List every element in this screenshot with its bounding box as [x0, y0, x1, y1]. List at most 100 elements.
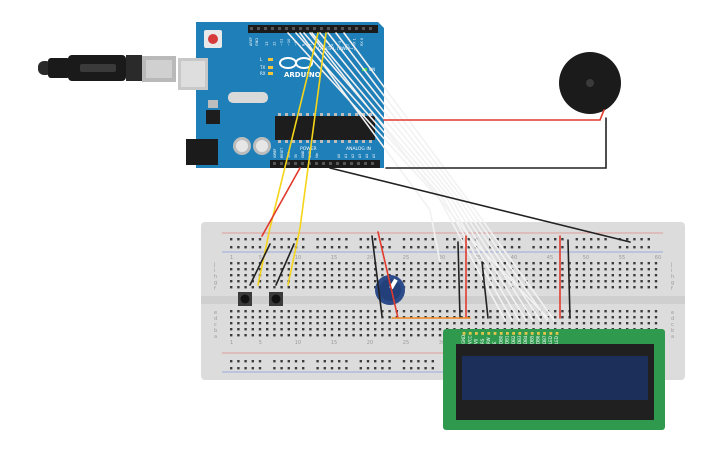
power-pin-label: 5V [294, 153, 298, 158]
breadboard-hole [539, 274, 542, 277]
digital-pin-label: 8 [302, 44, 306, 46]
breadboard-hole [316, 262, 319, 265]
breadboard-column-number: 25 [403, 255, 409, 261]
chip-pin [285, 113, 288, 116]
lcd-pin [481, 332, 484, 335]
breadboard-hole [302, 316, 305, 319]
rail-hole [626, 238, 629, 241]
breadboard-hole [345, 274, 348, 277]
rail-hole [258, 238, 262, 241]
breadboard-hole [230, 274, 233, 277]
breadboard-hole [294, 310, 298, 313]
rail-hole [410, 360, 413, 363]
breadboard-hole [503, 316, 506, 319]
breadboard-hole [518, 286, 521, 289]
breadboard-hole [410, 328, 413, 331]
breadboard-hole [302, 286, 305, 289]
lcd-pin [555, 332, 559, 335]
arduino-logo: ARDUINO [279, 57, 321, 79]
breadboard-hole [294, 334, 298, 337]
breadboard-hole [503, 268, 506, 271]
rail-hole [388, 367, 391, 370]
breadboard-hole [309, 268, 312, 271]
rail-hole [453, 246, 456, 249]
rail-hole [510, 238, 514, 241]
breadboard-hole [244, 274, 247, 277]
breadboard-hole [316, 274, 319, 277]
breadboard-hole [554, 280, 557, 283]
rail-hole [647, 238, 650, 241]
breadboard-hole [316, 286, 319, 289]
breadboard-hole [618, 316, 622, 319]
breadboard-hole [633, 268, 636, 271]
breadboard-hole [453, 310, 456, 313]
rail-hole [532, 246, 535, 249]
potentiometer[interactable] [375, 275, 405, 305]
breadboard-hole [410, 334, 413, 337]
rail-hole [546, 238, 550, 241]
breadboard-hole [554, 322, 557, 325]
breadboard-hole [366, 334, 370, 337]
breadboard-hole [280, 262, 283, 265]
breadboard-hole [273, 322, 276, 325]
breadboard-hole [402, 334, 406, 337]
rail-hole [402, 367, 406, 370]
arduino-logo-text: ARDUINO [284, 71, 321, 79]
breadboard-hole [330, 328, 334, 331]
rail-hole [294, 367, 298, 370]
breadboard-hole [280, 286, 283, 289]
rail-hole [424, 360, 427, 363]
lcd-pin-label: DB1 [505, 335, 510, 344]
breadboard-column-number: 10 [295, 340, 301, 346]
breadboard-hole [582, 262, 586, 265]
breadboard-hole [366, 328, 370, 331]
rail-hole [381, 246, 384, 249]
breadboard-hole [352, 322, 355, 325]
tx-led [268, 66, 273, 69]
breadboard-column-number: 5 [259, 340, 262, 346]
rail-hole [424, 238, 427, 241]
header-hole [280, 162, 283, 165]
breadboard-hole [280, 310, 283, 313]
breadboard-hole [611, 322, 614, 325]
header-hole [364, 162, 367, 165]
rail-hole [618, 246, 622, 249]
l-label: L [260, 57, 263, 62]
breadboard-hole [338, 334, 341, 337]
breadboard-hole [597, 322, 600, 325]
breadboard-hole [489, 322, 492, 325]
push-button-1[interactable] [238, 292, 252, 306]
breadboard-hole [410, 268, 413, 271]
breadboard-hole [575, 280, 578, 283]
breadboard-hole [302, 262, 305, 265]
chip-pin [292, 113, 295, 116]
breadboard-hole [352, 274, 355, 277]
chip-pin [306, 113, 309, 116]
rail-hole [374, 360, 377, 363]
chip-pin [285, 140, 288, 143]
push-button-2[interactable] [269, 292, 283, 306]
header-hole [299, 27, 302, 30]
breadboard-hole [410, 310, 413, 313]
rail-hole [640, 238, 643, 241]
breadboard-hole [597, 310, 600, 313]
breadboard-hole [323, 286, 326, 289]
breadboard-hole [244, 310, 247, 313]
rail-hole [330, 367, 334, 370]
breadboard-hole [474, 310, 478, 313]
breadboard-hole [366, 268, 370, 271]
breadboard-hole [525, 268, 528, 271]
breadboard-hole [402, 328, 406, 331]
lcd-pin [487, 332, 491, 335]
breadboard-hole [424, 280, 427, 283]
breadboard-hole [597, 316, 600, 319]
rail-hole [338, 238, 341, 241]
breadboard-hole [640, 262, 643, 265]
breadboard-column-number: 45 [547, 255, 553, 261]
breadboard-hole [424, 328, 427, 331]
breadboard-hole [359, 262, 362, 265]
header-hole [278, 27, 281, 30]
breadboard-hole [258, 328, 262, 331]
rail-hole [273, 238, 276, 241]
